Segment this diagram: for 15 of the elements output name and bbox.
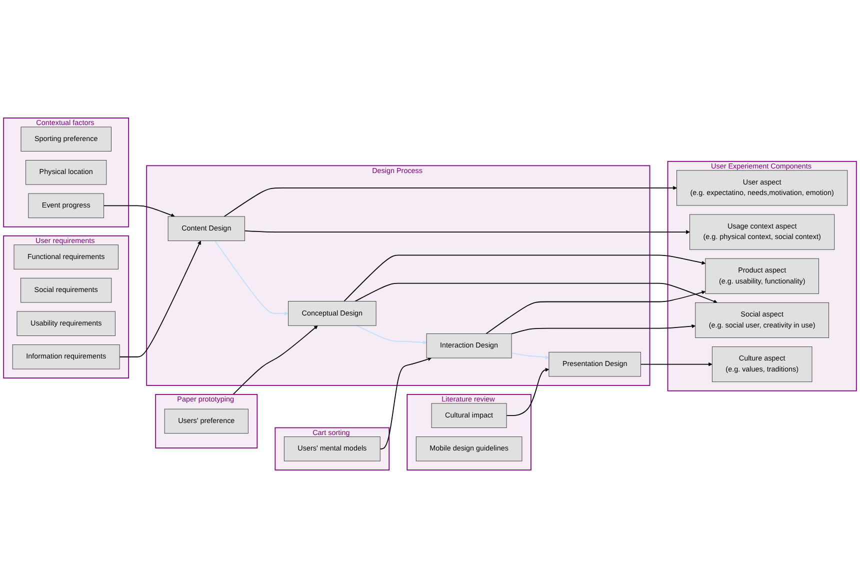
arrow [232, 325, 318, 395]
arrow [354, 282, 718, 304]
arrow [119, 240, 201, 358]
arrow [224, 186, 677, 217]
arrow [506, 368, 550, 416]
arrow [486, 290, 706, 334]
arrow [640, 362, 712, 366]
arrow [356, 325, 427, 344]
arrow [511, 324, 696, 334]
arrow [511, 352, 550, 360]
arrow [103, 205, 175, 218]
arrow [380, 357, 432, 450]
arrow [214, 240, 288, 316]
arrow [244, 230, 690, 234]
arrow [344, 254, 706, 302]
